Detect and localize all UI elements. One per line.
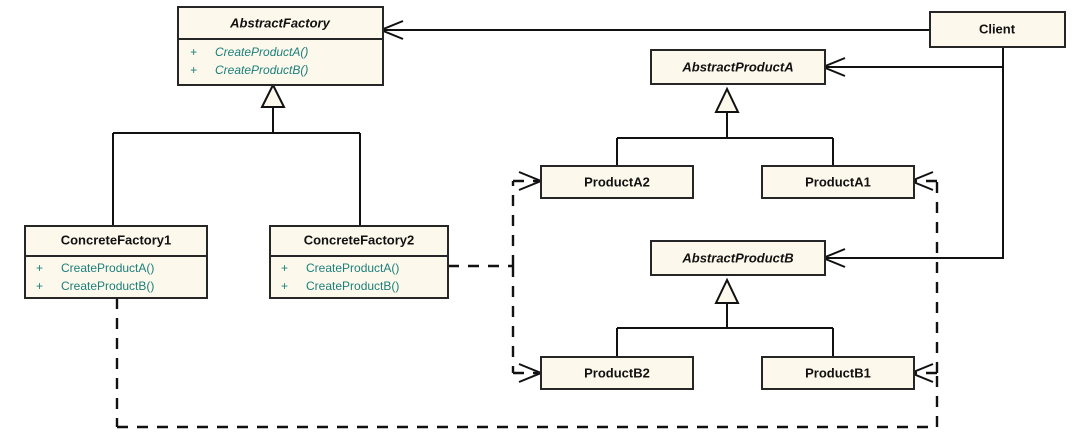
edge-dependency-concretefactory1 — [115, 171, 939, 429]
generalization-triangle-abstractproductb — [714, 277, 740, 304]
class-box-rect — [650, 49, 826, 85]
edge-generalization-productb — [616, 277, 834, 357]
member-visibility: + — [281, 279, 288, 293]
generalization-triangle-abstractproducta — [714, 86, 740, 113]
class-box-rect — [177, 6, 384, 86]
member-name-createproductb: CreateProductB() — [61, 279, 154, 293]
class-box-rect — [269, 225, 449, 299]
class-box-rect — [24, 225, 208, 299]
class-box-rect — [761, 356, 915, 390]
class-box-rect — [929, 11, 1066, 48]
class-name-concretefactory1: ConcreteFactory1 — [61, 232, 172, 247]
edge-generalization-factories — [112, 82, 361, 226]
class-box-abstractfactory[interactable]: AbstractFactory + CreateProductA() + Cre… — [177, 6, 384, 86]
edge-client-to-abstractproducta — [820, 47, 1004, 77]
member-visibility: + — [190, 63, 197, 77]
class-box-abstractproducta[interactable]: AbstractProductA — [650, 49, 826, 85]
class-box-rect — [650, 240, 826, 276]
member-visibility: + — [36, 261, 43, 275]
class-name-productb1: ProductB1 — [805, 365, 871, 380]
member-visibility: + — [36, 279, 43, 293]
member-name-createproductb: CreateProductB() — [215, 63, 308, 77]
member-name-createproducta: CreateProductA() — [306, 261, 399, 275]
member-name-createproducta: CreateProductA() — [61, 261, 154, 275]
class-box-producta1[interactable]: ProductA1 — [761, 165, 915, 199]
class-box-rect — [540, 356, 694, 390]
class-box-concretefactory2[interactable]: ConcreteFactory2 + CreateProductA() + Cr… — [269, 225, 449, 299]
class-box-client[interactable]: Client — [929, 11, 1066, 48]
class-name-abstractfactory: AbstractFactory — [229, 15, 330, 30]
edge-generalization-producta — [616, 86, 834, 166]
class-box-abstractproductb[interactable]: AbstractProductB — [650, 240, 826, 276]
class-box-rect — [761, 165, 915, 199]
class-name-producta1: ProductA1 — [805, 174, 871, 189]
edge-client-to-abstractfactory — [378, 20, 930, 40]
member-visibility: + — [190, 45, 197, 59]
generalization-triangle-abstractfactory — [260, 82, 286, 108]
class-name-productb2: ProductB2 — [584, 365, 650, 380]
member-visibility: + — [281, 261, 288, 275]
class-name-abstractproducta: AbstractProductA — [681, 59, 793, 74]
member-name-createproductb: CreateProductB() — [306, 279, 399, 293]
class-name-client: Client — [979, 21, 1016, 36]
edge-dependency-concretefactory2 — [448, 171, 544, 383]
class-box-concretefactory1[interactable]: ConcreteFactory1 + CreateProductA() + Cr… — [24, 225, 208, 299]
class-name-concretefactory2: ConcreteFactory2 — [304, 232, 415, 247]
member-name-createproducta: CreateProductA() — [215, 45, 308, 59]
class-box-producta2[interactable]: ProductA2 — [540, 165, 694, 199]
class-name-abstractproductb: AbstractProductB — [681, 250, 793, 265]
class-box-productb1[interactable]: ProductB1 — [761, 356, 915, 390]
class-name-producta2: ProductA2 — [584, 174, 650, 189]
class-box-productb2[interactable]: ProductB2 — [540, 356, 694, 390]
class-box-rect — [540, 165, 694, 199]
